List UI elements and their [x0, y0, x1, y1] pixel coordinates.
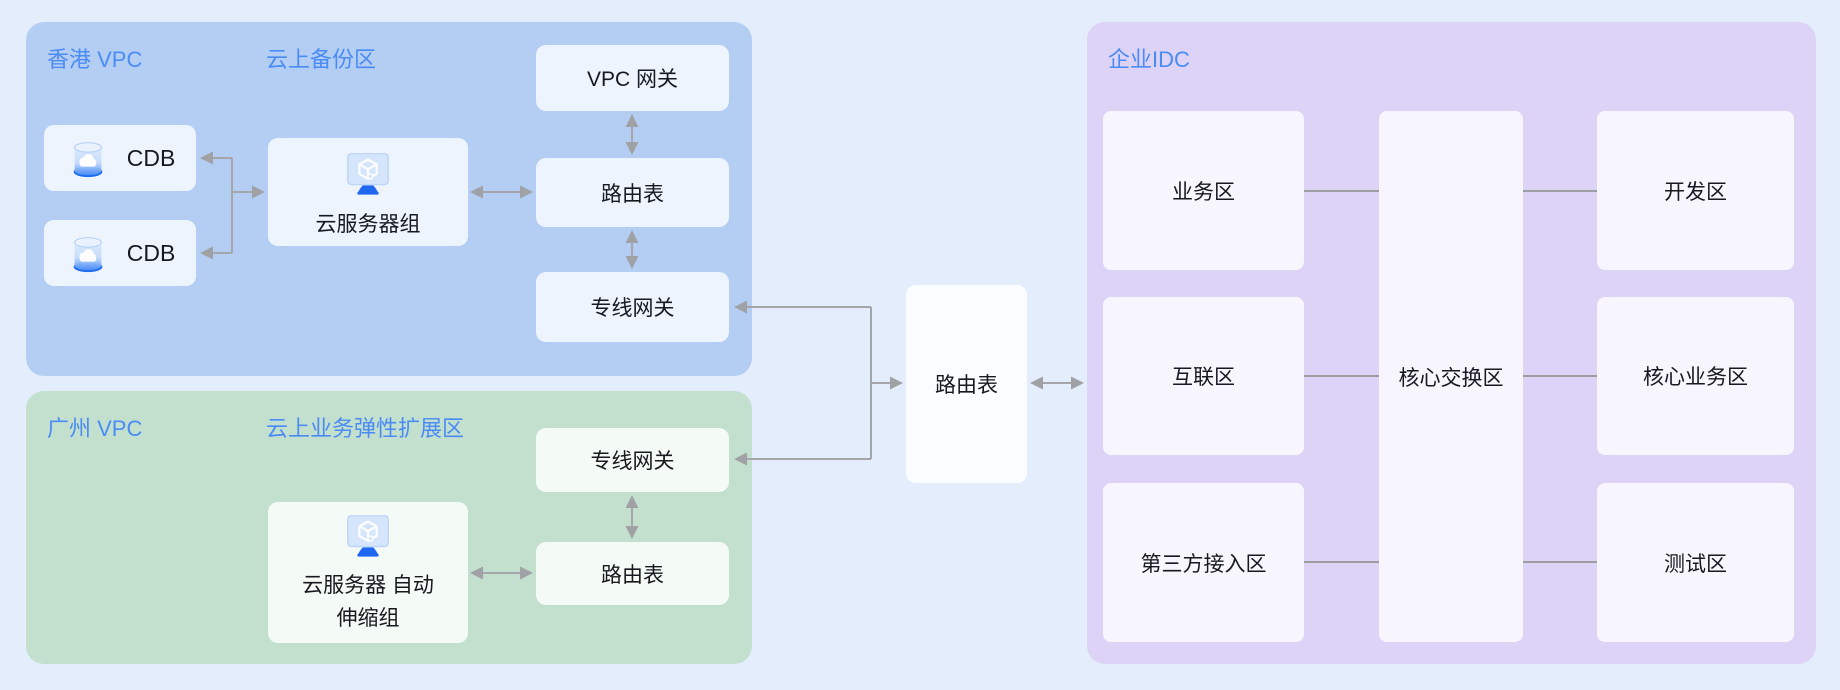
node-route-table-gz: 路由表: [536, 542, 729, 605]
node-core-switch-zone-label: 核心交换区: [1398, 366, 1504, 390]
node-cloud-server-group-label: 云服务器组: [315, 212, 421, 236]
cloud-backup-zone-label: 云上备份区: [266, 47, 377, 72]
node-core-business-zone-label: 核心业务区: [1643, 366, 1748, 389]
node-core-switch-zone: 核心交换区: [1379, 111, 1523, 642]
node-route-table-hk-label: 路由表: [601, 182, 664, 206]
hongkong-vpc-label: 香港 VPC: [47, 47, 143, 72]
node-direct-connect-gateway-hk: 专线网关: [536, 272, 729, 342]
node-test-zone-label: 测试区: [1664, 552, 1727, 576]
node-dev-zone-label: 开发区: [1664, 180, 1727, 204]
node-vpc-gateway-label: VPC 网关: [586, 68, 678, 91]
node-direct-connect-gateway-gz-label: 专线网关: [590, 450, 675, 473]
node-third-party-access-zone-label: 第三方接入区: [1140, 552, 1267, 576]
database-cloud-icon: [65, 135, 111, 181]
node-direct-connect-gateway-hk-label: 专线网关: [590, 297, 675, 320]
guangzhou-vpc-label: 广州 VPC: [47, 416, 143, 441]
node-core-business-zone: 核心业务区: [1597, 297, 1794, 455]
node-business-zone-label: 业务区: [1172, 180, 1235, 204]
database-cloud-icon: [65, 230, 111, 276]
node-direct-connect-gateway-gz: 专线网关: [536, 428, 729, 492]
node-cloud-server-scaling-group-label: 云服务器 自动伸缩组: [302, 574, 434, 630]
elastic-expansion-zone-label: 云上业务弹性扩展区: [266, 416, 465, 441]
node-route-table-hk: 路由表: [536, 158, 729, 227]
node-third-party-access-zone: 第三方接入区: [1103, 483, 1304, 642]
enterprise-idc-label: 企业IDC: [1108, 47, 1190, 72]
node-interconnect-zone-label: 互联区: [1172, 366, 1235, 389]
node-business-zone: 业务区: [1103, 111, 1304, 270]
cloud-server-monitor-icon: [341, 147, 395, 199]
node-cloud-server-group: 云服务器组: [268, 138, 468, 246]
node-test-zone: 测试区: [1597, 483, 1794, 642]
cloud-server-monitor-icon: [341, 509, 395, 561]
node-vpc-gateway: VPC 网关: [536, 45, 729, 111]
node-route-table-interconnect-label: 路由表: [935, 374, 998, 397]
node-cdb-1-label: CDB: [126, 144, 176, 171]
node-cloud-server-scaling-group: 云服务器 自动伸缩组: [268, 502, 468, 643]
node-route-table-gz-label: 路由表: [601, 563, 664, 587]
node-route-table-interconnect: 路由表: [906, 285, 1027, 483]
node-cdb-1: CDB: [44, 125, 196, 191]
node-cdb-2: CDB: [44, 220, 196, 286]
node-dev-zone: 开发区: [1597, 111, 1794, 270]
node-interconnect-zone: 互联区: [1103, 297, 1304, 455]
node-cdb-2-label: CDB: [126, 239, 176, 266]
